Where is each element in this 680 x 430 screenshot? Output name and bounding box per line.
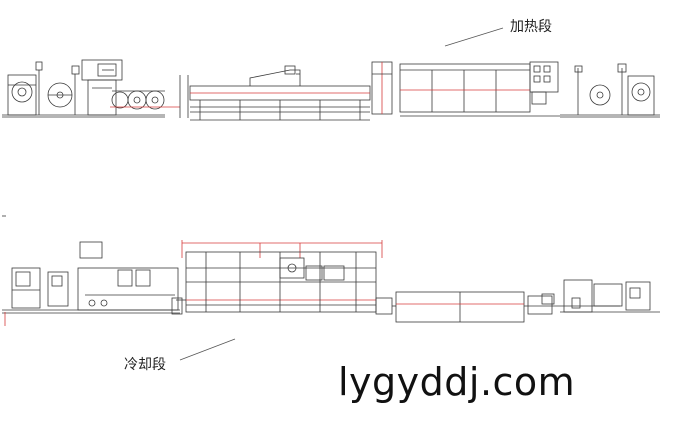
heater-frame [371, 61, 393, 115]
heating-section-label: 加热段 [510, 19, 552, 35]
water-tank [392, 291, 525, 323]
cooling-line [2, 215, 660, 326]
cooling-payoff [11, 267, 69, 309]
watermark: lygyddj.com [338, 360, 576, 404]
capstan-wheel [47, 82, 73, 108]
control-cabinet-left [81, 59, 123, 116]
cooling-pointer [179, 338, 236, 361]
heating-pointer [444, 27, 504, 47]
takeup-reel [627, 75, 655, 116]
control-cabinet-right [529, 61, 559, 105]
roller-pair [111, 90, 165, 110]
cooling-end-unit [524, 279, 660, 315]
heating-chamber-1 [189, 65, 371, 121]
cooling-chamber-frame [185, 251, 377, 313]
cooling-section-label: 冷却段 [124, 357, 166, 373]
heating-line [2, 59, 660, 121]
payoff-reel [7, 74, 37, 116]
cooling-top-frame [181, 240, 383, 258]
cooling-motors [77, 267, 179, 311]
